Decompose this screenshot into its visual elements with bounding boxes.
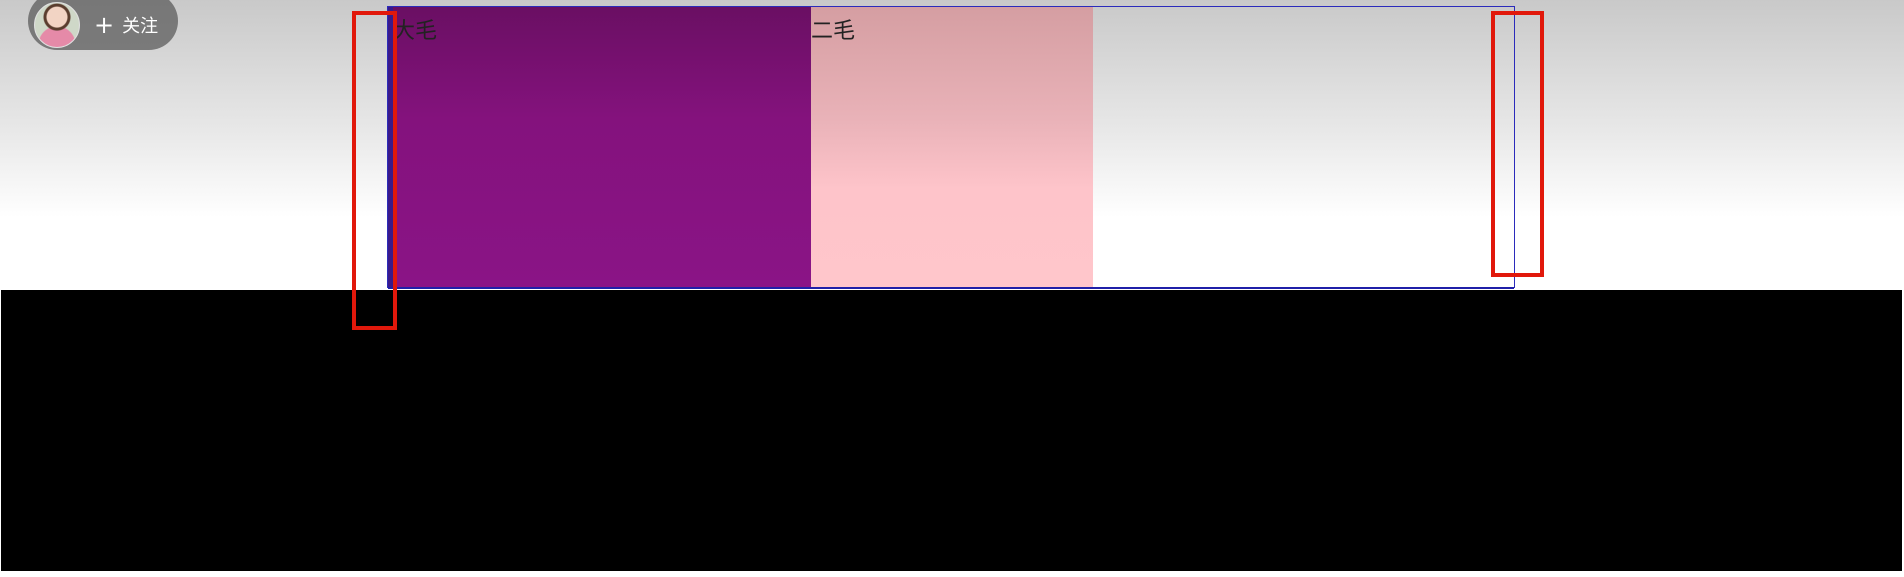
black-panel	[1, 290, 1902, 571]
flex-item-2: 二毛	[811, 7, 1093, 287]
flex-container: 大毛 二毛	[387, 6, 1515, 289]
plus-icon: +	[94, 11, 115, 39]
right-highlight-box	[1491, 11, 1544, 277]
flex-item-1-label: 大毛	[393, 19, 438, 44]
flex-item-2-label: 二毛	[811, 19, 856, 44]
follow-label: 关注	[122, 16, 159, 37]
follow-button[interactable]: + 关注	[94, 12, 158, 38]
left-highlight-box	[352, 11, 397, 330]
author-follow-bar: + 关注	[28, 0, 178, 50]
flex-item-1: 大毛	[388, 7, 811, 287]
author-avatar[interactable]	[34, 2, 80, 48]
